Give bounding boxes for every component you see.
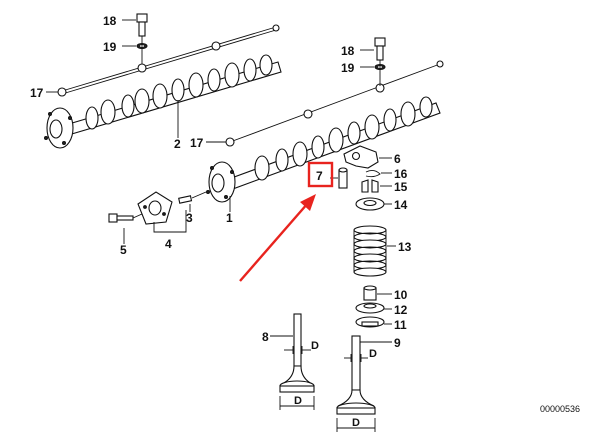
- callout-17-upper: 17: [30, 86, 44, 100]
- callout-5: 5: [120, 243, 127, 257]
- callout-8: 8: [262, 330, 269, 344]
- callout-12: 12: [394, 303, 408, 317]
- callout-11: 11: [394, 318, 407, 332]
- red-arrow: [239, 194, 316, 282]
- dimension-label-head-left: D: [294, 395, 302, 407]
- spring-seat[interactable]: [355, 302, 385, 314]
- valve-stem-seal[interactable]: [363, 285, 377, 301]
- camshaft-upper[interactable]: [44, 54, 282, 149]
- callout-17-lower: 17: [190, 136, 204, 150]
- dimension-head-left: [279, 396, 315, 410]
- valve-keepers[interactable]: [361, 179, 379, 193]
- callout-18-lower: 18: [341, 44, 355, 58]
- dimension-label-stem-left: D: [311, 340, 319, 352]
- callout-16: 16: [394, 167, 408, 181]
- callout-1: 1: [226, 211, 233, 225]
- callout-9: 9: [394, 336, 401, 350]
- callout-2: 2: [174, 137, 181, 151]
- dimension-label-head-right: D: [352, 417, 360, 429]
- dimension-stem-left: [284, 346, 311, 354]
- diagram-code: 00000536: [540, 404, 580, 414]
- callout-15: 15: [394, 180, 408, 194]
- callout-6: 6: [394, 152, 401, 166]
- callout-18-upper: 18: [103, 14, 117, 28]
- callout-19-lower: 19: [341, 61, 355, 75]
- intake-valve[interactable]: [279, 313, 315, 393]
- callout-13: 13: [398, 240, 412, 254]
- dimension-head-right: [336, 418, 376, 432]
- camshaft-lower[interactable]: [206, 96, 441, 203]
- thrust-plate[interactable]: [137, 191, 173, 225]
- valve-guide[interactable]: [355, 316, 385, 328]
- hex-bolt[interactable]: [108, 213, 134, 223]
- callout-3: 3: [186, 211, 193, 225]
- dimension-stem-right: [344, 354, 368, 362]
- exhaust-valve[interactable]: [336, 335, 376, 415]
- spring-retainer[interactable]: [355, 197, 385, 211]
- oil-pipe-upper[interactable]: [57, 24, 280, 97]
- retaining-clip[interactable]: [365, 169, 381, 178]
- banjo-bolt-upper[interactable]: [136, 13, 148, 37]
- hydraulic-adjuster[interactable]: [338, 167, 348, 189]
- callout-10: 10: [394, 288, 408, 302]
- oil-pipe-lower[interactable]: [225, 60, 444, 147]
- callout-14: 14: [394, 198, 408, 212]
- banjo-bolt-lower[interactable]: [374, 37, 386, 61]
- dimension-label-stem-right: D: [369, 348, 377, 360]
- valve-springs[interactable]: [353, 225, 387, 277]
- highlight-box-part-7: [307, 161, 334, 188]
- leader-lines: [46, 19, 396, 343]
- callout-7: 7: [316, 169, 323, 183]
- callout-4: 4: [165, 237, 172, 251]
- callout-19-upper: 19: [103, 40, 117, 54]
- dowel-pin[interactable]: [178, 195, 193, 204]
- rocker-arm[interactable]: [343, 145, 379, 169]
